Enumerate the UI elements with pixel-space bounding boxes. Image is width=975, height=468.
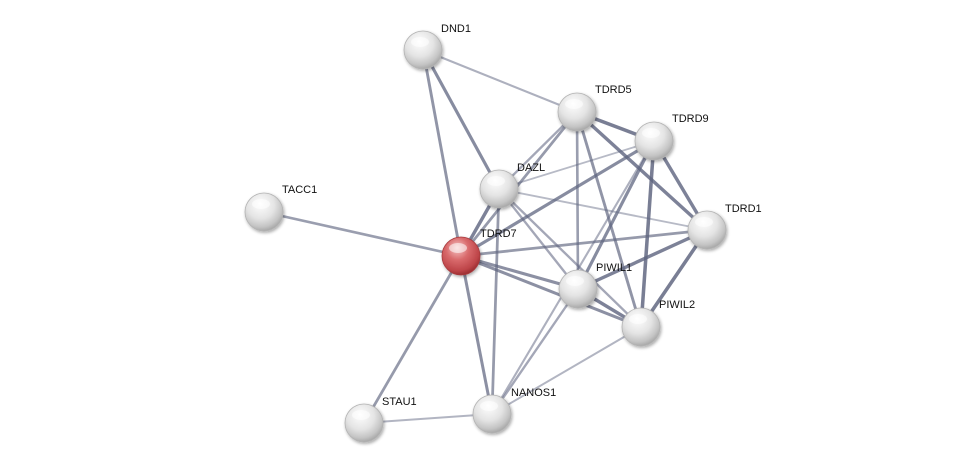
node-highlight bbox=[252, 199, 270, 209]
node-circle-tdrd1[interactable] bbox=[687, 210, 727, 250]
edge-tdrd9-tdrd7 bbox=[459, 139, 656, 258]
node-dnd1[interactable]: DND1 bbox=[403, 23, 471, 70]
node-label-tdrd7: TDRD7 bbox=[480, 228, 517, 240]
node-label-tacc1: TACC1 bbox=[282, 184, 317, 196]
edge-tdrd7-stau1 bbox=[362, 254, 463, 425]
node-label-dazl: DAZL bbox=[517, 162, 545, 174]
node-circle-tdrd7[interactable] bbox=[441, 236, 481, 276]
node-circle-nanos1[interactable] bbox=[472, 394, 512, 434]
edge-tdrd7-nanos1 bbox=[459, 254, 494, 416]
node-highlight bbox=[449, 243, 467, 253]
edge-dnd1-tdrd5 bbox=[421, 48, 579, 114]
node-highlight bbox=[642, 128, 660, 138]
node-piwil1[interactable]: PIWIL1 bbox=[558, 262, 632, 309]
node-tdrd9[interactable]: TDRD9 bbox=[634, 113, 709, 161]
node-piwil2[interactable]: PIWIL2 bbox=[621, 299, 695, 347]
node-dazl[interactable]: DAZL bbox=[479, 162, 545, 209]
node-circle-dnd1[interactable] bbox=[403, 30, 443, 70]
node-highlight bbox=[695, 217, 713, 227]
node-label-tdrd9: TDRD9 bbox=[672, 113, 709, 125]
node-circle-tdrd5[interactable] bbox=[557, 92, 597, 132]
edge-tdrd1-piwil2 bbox=[639, 228, 709, 329]
node-highlight bbox=[411, 37, 429, 47]
edge-dazl-piwil1 bbox=[497, 187, 580, 291]
node-tdrd5[interactable]: TDRD5 bbox=[557, 84, 632, 132]
edge-tdrd5-piwil1 bbox=[575, 110, 580, 291]
edge-dnd1-dazl bbox=[421, 48, 501, 191]
edge-tdrd9-piwil2 bbox=[639, 139, 656, 329]
node-label-tdrd5: TDRD5 bbox=[595, 84, 632, 96]
edge-tdrd5-tdrd1 bbox=[575, 110, 709, 232]
node-highlight bbox=[480, 401, 498, 411]
edge-tdrd1-piwil1 bbox=[576, 228, 709, 291]
edge-tacc1-tdrd7 bbox=[262, 210, 463, 258]
node-label-stau1: STAU1 bbox=[382, 396, 417, 408]
node-circle-stau1[interactable] bbox=[344, 403, 384, 443]
node-circle-piwil2[interactable] bbox=[621, 307, 661, 347]
node-highlight bbox=[629, 314, 647, 324]
node-highlight bbox=[566, 276, 584, 286]
node-highlight bbox=[352, 410, 370, 420]
edge-dazl-piwil2 bbox=[497, 187, 643, 329]
edge-tdrd7-piwil1 bbox=[459, 254, 580, 291]
edge-dnd1-tdrd7 bbox=[421, 48, 463, 258]
edge-tdrd5-tdrd7 bbox=[459, 110, 579, 258]
edge-tdrd7-piwil2 bbox=[459, 254, 643, 329]
node-tdrd1[interactable]: TDRD1 bbox=[687, 203, 762, 250]
node-circle-tacc1[interactable] bbox=[244, 192, 284, 232]
node-stau1[interactable]: STAU1 bbox=[344, 396, 417, 443]
node-highlight bbox=[565, 99, 583, 109]
node-circle-tdrd9[interactable] bbox=[634, 121, 674, 161]
edge-piwil2-nanos1 bbox=[491, 326, 642, 415]
node-nanos1[interactable]: NANOS1 bbox=[472, 387, 556, 434]
node-tdrd7[interactable]: TDRD7 bbox=[441, 228, 517, 276]
edge-tdrd9-dazl bbox=[498, 140, 655, 190]
node-label-piwil2: PIWIL2 bbox=[659, 299, 695, 311]
edge-tdrd5-piwil2 bbox=[575, 110, 643, 329]
node-label-dnd1: DND1 bbox=[441, 23, 471, 35]
node-label-piwil1: PIWIL1 bbox=[596, 262, 632, 274]
edge-piwil1-nanos1 bbox=[490, 287, 580, 416]
node-label-tdrd1: TDRD1 bbox=[725, 203, 762, 215]
node-highlight bbox=[487, 176, 505, 186]
node-label-nanos1: NANOS1 bbox=[511, 387, 556, 399]
node-circle-dazl[interactable] bbox=[479, 169, 519, 209]
edge-dazl-nanos1 bbox=[490, 187, 501, 416]
edge-dazl-tdrd1 bbox=[498, 188, 708, 231]
edge-tdrd9-piwil1 bbox=[576, 139, 656, 291]
edge-nanos1-stau1 bbox=[363, 413, 493, 424]
node-circle-piwil1[interactable] bbox=[558, 269, 598, 309]
edge-tdrd1-tdrd7 bbox=[459, 228, 709, 258]
node-tacc1[interactable]: TACC1 bbox=[244, 184, 317, 232]
